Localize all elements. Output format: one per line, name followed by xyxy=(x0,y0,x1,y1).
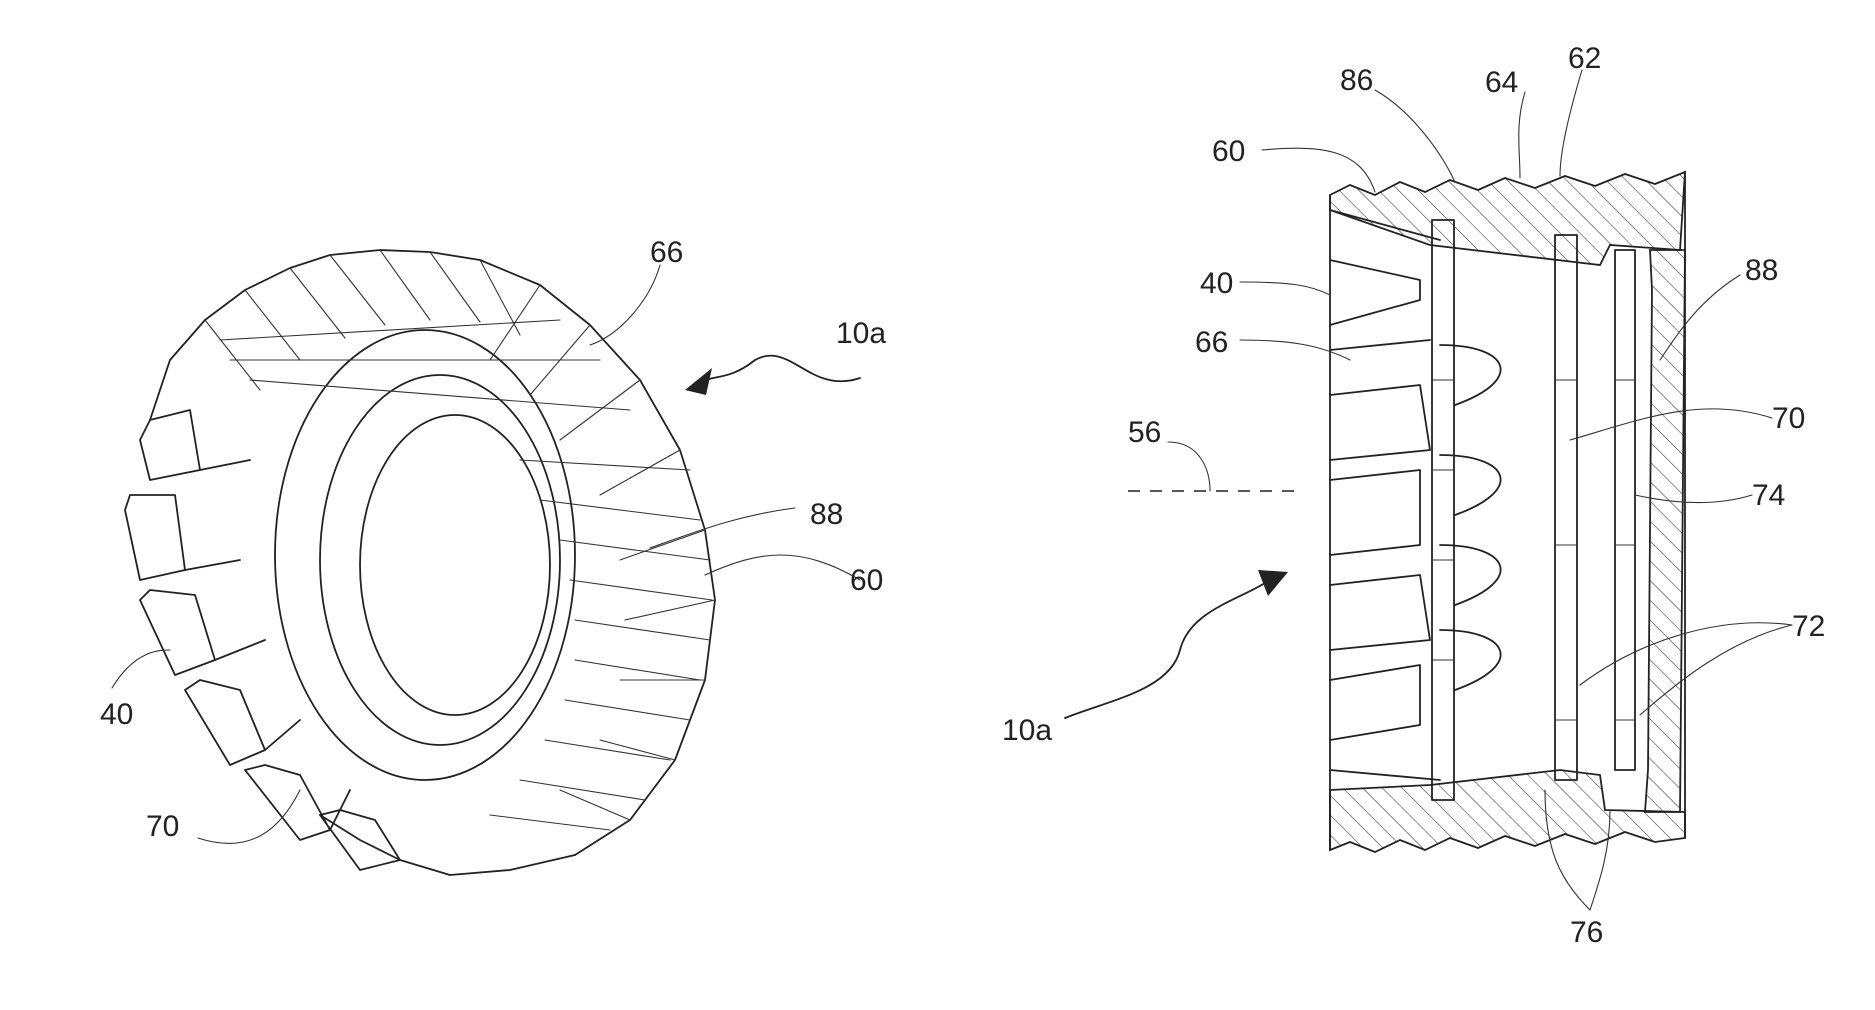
arrow-10a-left xyxy=(700,356,860,382)
leader-64 xyxy=(1519,92,1525,178)
sleeve-outer-bottom-edge xyxy=(320,815,575,875)
thread-crescents xyxy=(1440,345,1501,690)
label-88-left: 88 xyxy=(810,498,843,531)
label-60-left: 60 xyxy=(850,564,883,597)
label-70-right: 70 xyxy=(1772,402,1805,435)
front-finger-ring xyxy=(125,410,400,870)
sleeve-outer-top-edge xyxy=(150,250,715,855)
label-10a-right: 10a xyxy=(1002,714,1052,747)
label-72: 72 xyxy=(1792,610,1825,643)
column-ticks xyxy=(1432,380,1635,720)
slot-column-front xyxy=(1432,220,1454,800)
label-62: 62 xyxy=(1568,42,1601,75)
label-70-left: 70 xyxy=(146,810,179,843)
leader-66-left xyxy=(590,265,660,345)
leader-60-left xyxy=(705,555,860,580)
label-86: 86 xyxy=(1340,64,1373,97)
label-74: 74 xyxy=(1752,479,1785,512)
section-wall-bottom xyxy=(1330,770,1685,852)
leader-70-left xyxy=(198,790,300,843)
leader-40-right xyxy=(1240,282,1330,295)
leader-56 xyxy=(1168,442,1210,491)
section-flange-right xyxy=(1645,250,1685,812)
label-56: 56 xyxy=(1128,416,1161,449)
bore-ring-middle xyxy=(320,375,560,745)
leader-60-right xyxy=(1262,148,1375,192)
section-wall-top xyxy=(1330,172,1685,265)
leader-62 xyxy=(1560,70,1582,176)
label-40-left: 40 xyxy=(100,698,133,731)
groove-column-72 xyxy=(1615,250,1635,770)
section-fingers xyxy=(1330,210,1440,780)
groove-column-70 xyxy=(1555,235,1577,780)
arrow-10a-right-head xyxy=(1258,570,1288,596)
label-40-right: 40 xyxy=(1200,267,1233,300)
label-10a-left: 10a xyxy=(836,317,886,350)
leader-72 xyxy=(1580,623,1792,715)
left-sleeve-view: 66 10a 88 60 40 70 xyxy=(100,236,886,875)
arrow-10a-left-head xyxy=(685,368,712,395)
leader-40-left xyxy=(112,650,170,688)
label-88-right: 88 xyxy=(1745,254,1778,287)
outer-teeth-crossings xyxy=(220,320,712,830)
label-76: 76 xyxy=(1570,916,1603,949)
leader-86 xyxy=(1375,90,1455,182)
label-66-right: 66 xyxy=(1195,326,1228,359)
right-section-view: 86 64 62 60 40 66 88 70 56 74 72 10a 76 xyxy=(1002,42,1825,949)
label-60-right: 60 xyxy=(1212,135,1245,168)
arrow-10a-right xyxy=(1065,580,1270,718)
label-64: 64 xyxy=(1485,66,1518,99)
label-66-left: 66 xyxy=(650,236,683,269)
